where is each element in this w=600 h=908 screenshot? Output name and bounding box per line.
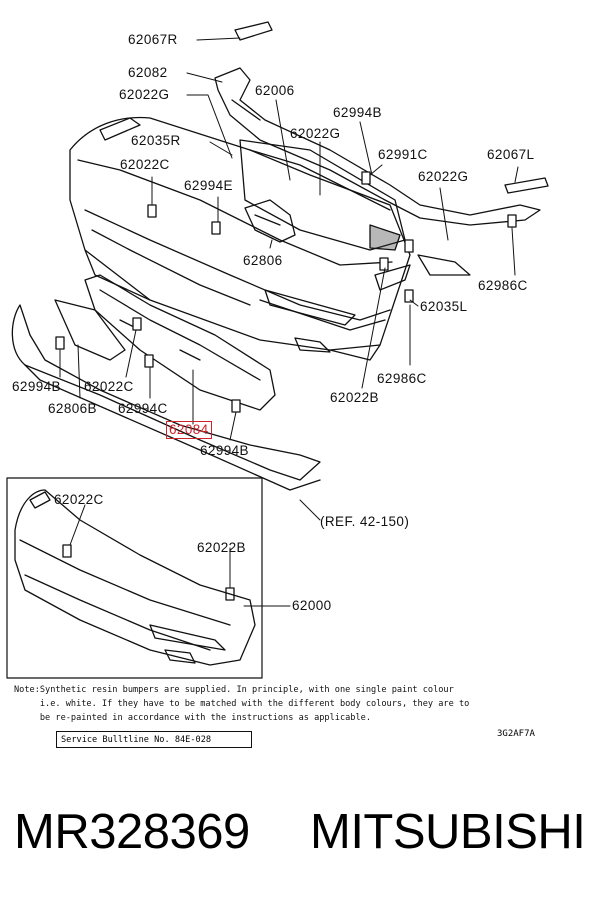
callout-62994B-left: 62994B [12, 379, 61, 394]
note-line-1: Note:Synthetic resin bumpers are supplie… [14, 685, 454, 695]
pad-62035L [417, 254, 471, 276]
service-bulletin-box: Service Bulltline No. 84E-028 [56, 731, 252, 748]
callout-62035R: 62035R [131, 133, 181, 148]
callout-62022C: 62022C [120, 157, 170, 172]
callout-62806B: 62806B [48, 401, 97, 416]
part-62806B [54, 299, 126, 361]
part-number: MR328369 [14, 805, 250, 859]
callout-inset-62000: 62000 [292, 598, 332, 613]
callout-62986C: 62986C [478, 278, 528, 293]
inset-bumper [14, 489, 256, 666]
lower-lip-spoiler [11, 304, 321, 491]
callout-62067L: 62067L [487, 147, 535, 162]
leader-lines [59, 37, 519, 607]
callout-62994B: 62994B [333, 105, 382, 120]
callout-inset-62022C: 62022C [54, 492, 104, 507]
note-line-3: be re-painted in accordance with the ins… [14, 713, 371, 723]
inset-box [6, 477, 263, 679]
callout-62022G-mid: 62022G [290, 126, 341, 141]
note-line-2: i.e. white. If they have to be matched w… [14, 699, 470, 709]
strip-62067L [504, 177, 549, 194]
callout-62022B: 62022B [330, 390, 379, 405]
callout-62006: 62006 [255, 83, 295, 98]
callout-62035L: 62035L [420, 299, 468, 314]
callout-ref-42-150: (REF. 42-150) [320, 514, 410, 529]
callout-62022C-mid: 62022C [84, 379, 134, 394]
callout-62994B-lower: 62994B [200, 443, 249, 458]
callout-62994C: 62994C [118, 401, 168, 416]
absorber-62084 [84, 274, 276, 411]
upper-strip [214, 21, 541, 226]
callout-inset-62022B: 62022B [197, 540, 246, 555]
callout-62994E: 62994E [184, 178, 233, 193]
figure-code: 3G2AF7A [497, 729, 535, 739]
callout-62067R: 62067R [128, 32, 178, 47]
callout-62986C-lower: 62986C [377, 371, 427, 386]
callout-62022G-right: 62022G [418, 169, 469, 184]
callout-62082: 62082 [128, 65, 168, 80]
callout-62022G: 62022G [119, 87, 170, 102]
callout-62991C: 62991C [378, 147, 428, 162]
callout-62806: 62806 [243, 253, 283, 268]
bracket-62806 [244, 199, 296, 243]
callout-62084-highlighted: 62084 [166, 421, 212, 439]
brand-name: MITSUBISHI [310, 805, 586, 859]
front-bumper-main [69, 116, 411, 361]
